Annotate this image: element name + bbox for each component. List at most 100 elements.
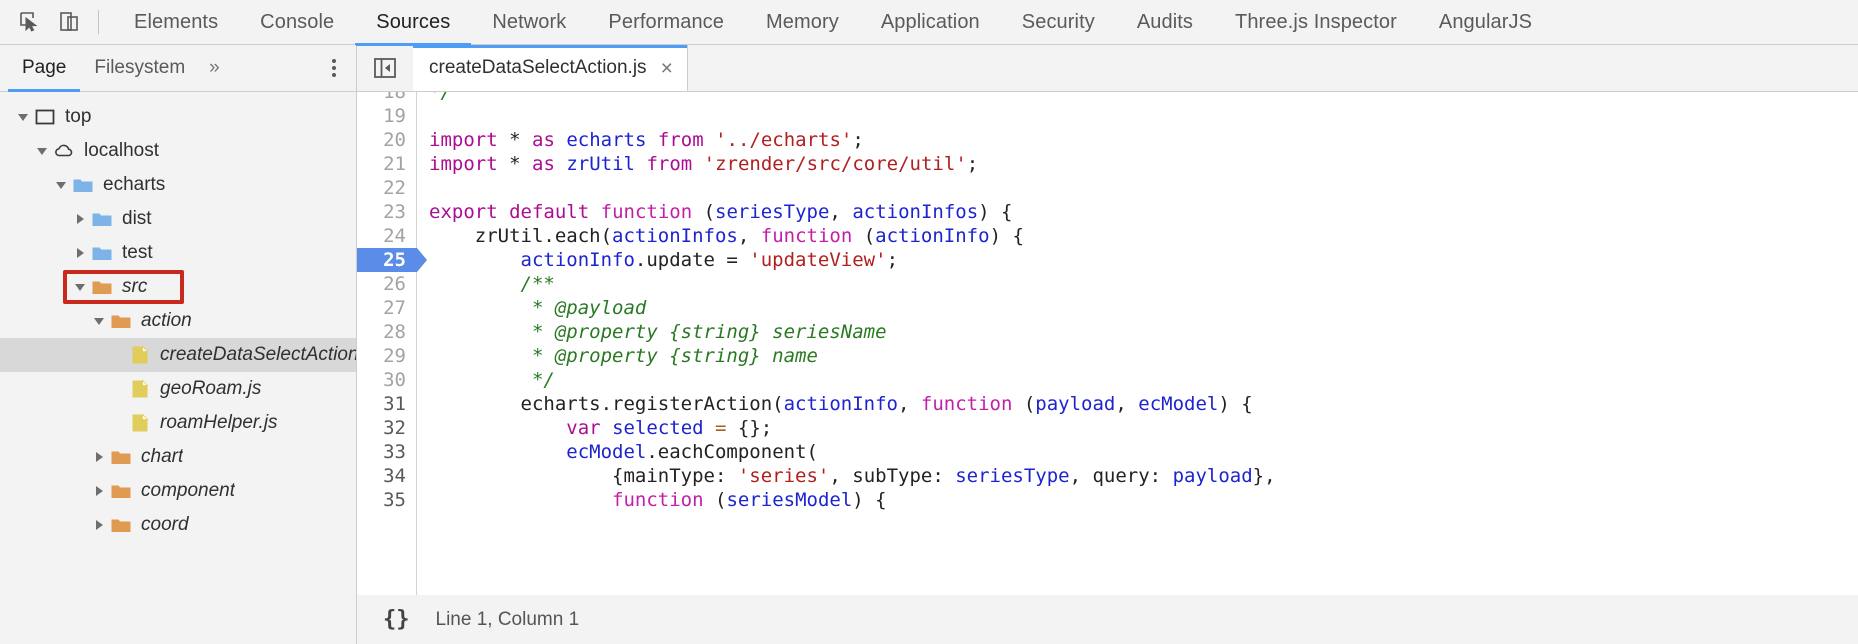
- tree-item-label: action: [141, 310, 192, 331]
- chevron-down-icon[interactable]: [31, 144, 53, 158]
- code-token: actionInfo: [520, 249, 635, 271]
- chevron-down-icon[interactable]: [88, 314, 110, 328]
- tree-item-label: geoRoam.js: [160, 378, 262, 399]
- tree-row-localhost[interactable]: localhost: [0, 134, 356, 168]
- code-token: .eachComponent(: [646, 441, 818, 463]
- code-token: import: [429, 129, 498, 151]
- tab-three-js-inspector[interactable]: Three.js Inspector: [1214, 0, 1418, 45]
- chevron-down-icon[interactable]: [12, 110, 34, 124]
- nav-tab-active-underline: [8, 89, 81, 92]
- tab-performance[interactable]: Performance: [587, 0, 745, 45]
- tree-row-echarts[interactable]: echarts: [0, 168, 356, 202]
- tab-console[interactable]: Console: [239, 0, 355, 45]
- code-token: [429, 441, 566, 463]
- tab-memory[interactable]: Memory: [745, 0, 860, 45]
- tab-active-underline: [355, 42, 472, 46]
- tree-row-top[interactable]: top: [0, 100, 356, 134]
- file-js-icon: [129, 412, 151, 434]
- chevron-right-icon[interactable]: [88, 484, 110, 498]
- code-token: * @property {string} name: [429, 345, 818, 367]
- editor-tab-label: createDataSelectAction.js: [429, 57, 647, 78]
- tab-audits[interactable]: Audits: [1116, 0, 1214, 45]
- tab-elements[interactable]: Elements: [113, 0, 239, 45]
- frame-icon: [34, 106, 56, 128]
- chevron-right-icon[interactable]: [88, 518, 110, 532]
- code-line: */: [429, 368, 1858, 392]
- tree-row-georoam-js[interactable]: geoRoam.js: [0, 372, 356, 406]
- collapse-sidebar-icon[interactable]: [357, 45, 413, 91]
- chevron-right-icon[interactable]: [88, 450, 110, 464]
- line-number-text: 20: [383, 129, 406, 151]
- code-token: [704, 129, 715, 151]
- tree-item-label: test: [122, 242, 153, 263]
- line-number-text: 21: [383, 153, 406, 175]
- tree-row-action[interactable]: action: [0, 304, 356, 338]
- folder-orange-icon: [91, 276, 113, 298]
- tab-sources[interactable]: Sources: [355, 0, 472, 46]
- chevron-down-icon[interactable]: [69, 280, 91, 294]
- code-token: , query:: [1069, 465, 1173, 487]
- code-line: */: [429, 92, 1858, 104]
- tab-application[interactable]: Application: [860, 0, 1001, 45]
- code-content[interactable]: */ import * as echarts from '../echarts'…: [417, 92, 1858, 595]
- status-bar: {} Line 1, Column 1: [0, 595, 1858, 644]
- tab-angularjs[interactable]: AngularJS: [1418, 0, 1553, 45]
- chevron-right-icon[interactable]: [69, 246, 91, 260]
- nav-tab-page[interactable]: Page: [8, 45, 81, 92]
- dot: [332, 66, 336, 70]
- chevron-right-icon[interactable]: [69, 212, 91, 226]
- code-token: * @payload: [429, 297, 647, 319]
- tree-row-test[interactable]: test: [0, 236, 356, 270]
- tree-row-roamhelper-js[interactable]: roamHelper.js: [0, 406, 356, 440]
- nav-tab-filesystem[interactable]: Filesystem: [80, 45, 199, 91]
- folder-orange-icon: [110, 514, 132, 536]
- tree-row-component[interactable]: component: [0, 474, 356, 508]
- code-token: from: [657, 129, 704, 151]
- code-token: ecModel: [1138, 393, 1219, 415]
- pretty-print-icon[interactable]: {}: [383, 607, 410, 632]
- code-token: ,: [1115, 393, 1139, 415]
- code-token: ,: [829, 201, 853, 223]
- tab-security[interactable]: Security: [1001, 0, 1116, 45]
- line-number: 34: [357, 464, 416, 488]
- line-number-text: 34: [383, 465, 406, 487]
- code-token: {};: [726, 417, 773, 439]
- code-token: * @property {string} seriesName: [429, 321, 887, 343]
- tree-row-createdataselectaction-js[interactable]: createDataSelectAction.js: [0, 338, 356, 372]
- code-line: * @payload: [429, 296, 1858, 320]
- code-line: * @property {string} name: [429, 344, 1858, 368]
- line-number: 26: [357, 272, 416, 296]
- folder-blue-icon: [91, 208, 113, 230]
- line-number: 28: [357, 320, 416, 344]
- tab-label: Sources: [376, 10, 451, 33]
- code-token: '../echarts': [715, 129, 853, 151]
- device-toolbar-icon[interactable]: [50, 2, 90, 42]
- code-token: ) {: [989, 225, 1024, 247]
- tree-row-coord[interactable]: coord: [0, 508, 356, 542]
- editor-tab-createdataselectaction[interactable]: createDataSelectAction.js ×: [413, 45, 688, 91]
- more-options-icon[interactable]: [326, 53, 342, 83]
- code-token: [429, 249, 521, 271]
- code-token: [601, 417, 612, 439]
- tree-row-chart[interactable]: chart: [0, 440, 356, 474]
- code-token: [498, 153, 509, 175]
- code-token: actionInfo: [783, 393, 898, 415]
- line-number-text: 28: [383, 321, 406, 343]
- nav-more-tabs-icon[interactable]: »: [209, 57, 220, 78]
- line-number: 18: [357, 92, 416, 104]
- chevron-down-icon[interactable]: [50, 178, 72, 192]
- code-token: function: [612, 489, 704, 511]
- folder-orange-icon: [110, 480, 132, 502]
- close-icon[interactable]: ×: [660, 56, 673, 80]
- tree-row-dist[interactable]: dist: [0, 202, 356, 236]
- code-token: , subType:: [829, 465, 956, 487]
- inspect-element-icon[interactable]: [10, 2, 50, 42]
- tree-row-src[interactable]: src: [0, 270, 356, 304]
- code-line: ecModel.eachComponent(: [429, 440, 1858, 464]
- tab-network[interactable]: Network: [471, 0, 587, 45]
- code-token: ,: [737, 225, 761, 247]
